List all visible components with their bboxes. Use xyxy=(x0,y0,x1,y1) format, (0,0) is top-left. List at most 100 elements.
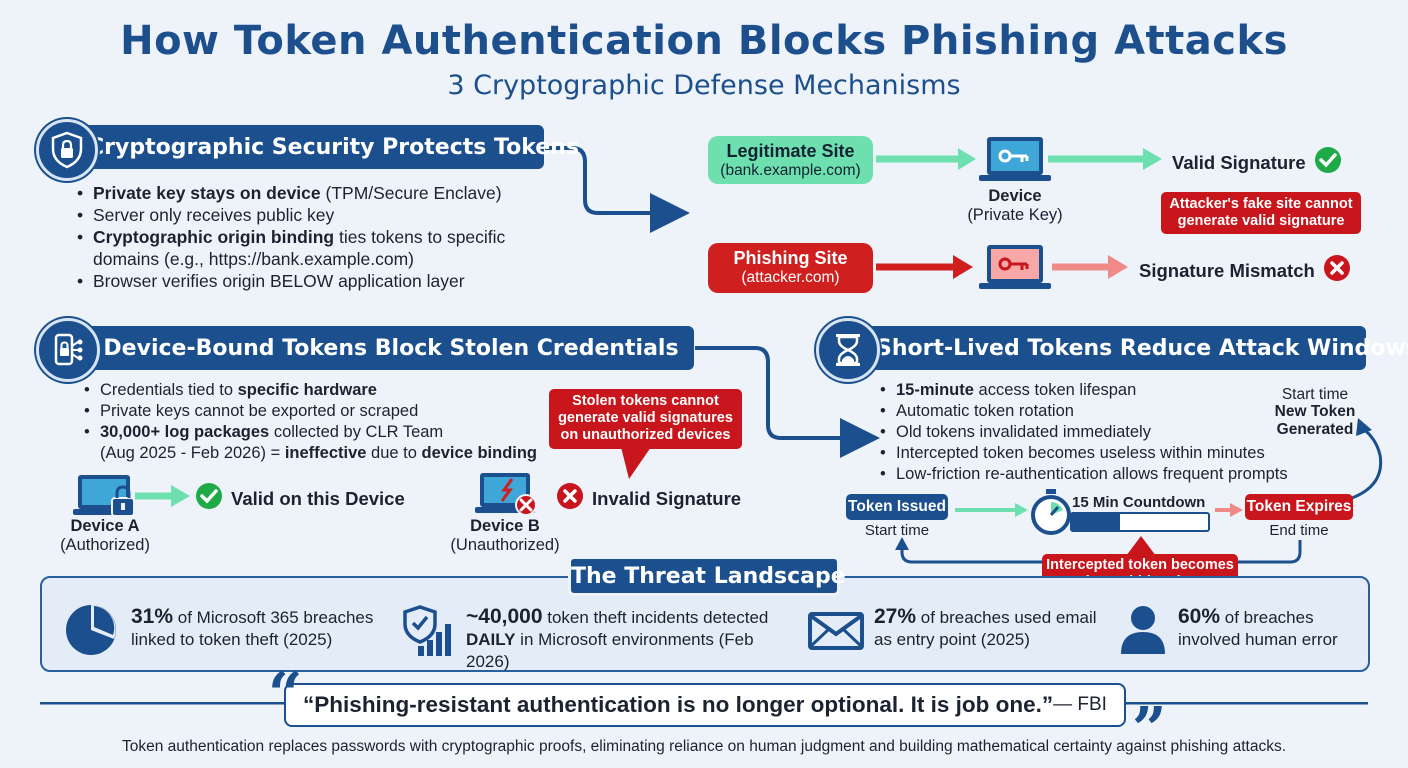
short-b4: Intercepted token becomes useless within… xyxy=(896,444,1265,462)
crypto-b3-cont: domains (e.g., https://bank.example.com) xyxy=(93,249,414,269)
legit-site-url: (bank.example.com) xyxy=(720,162,861,179)
countdown-fill xyxy=(1072,514,1120,530)
crypto-bullet-1: Private key stays on device (TPM/Secure … xyxy=(75,182,575,204)
short-b1-rest: access token lifespan xyxy=(973,381,1137,399)
device-b2: Private keys cannot be exported or scrap… xyxy=(100,402,419,420)
x-circle-icon xyxy=(1323,254,1351,287)
short-bullet-2: Automatic token rotation xyxy=(878,401,1318,422)
crypto-bullets: Private key stays on device (TPM/Secure … xyxy=(75,182,575,292)
quote-close-mark: ” xyxy=(1132,695,1167,765)
device-bullet-3: 30,000+ log packages collected by CLR Te… xyxy=(82,422,602,443)
crypto-heading: Cryptographic Security Protects Tokens xyxy=(88,134,579,160)
deviceB-sub: (Unauthorized) xyxy=(450,536,560,554)
intercept-pointer xyxy=(1126,536,1156,556)
crypto-b4: Browser verifies origin BELOW applicatio… xyxy=(93,271,465,291)
stat-3-big: 27% xyxy=(874,605,917,628)
crypto-bullet-4: Browser verifies origin BELOW applicatio… xyxy=(75,270,575,292)
crypto-b3-rest: ties tokens to specific xyxy=(334,227,506,247)
connector-device-to-short xyxy=(695,346,880,458)
page-subtitle: 3 Cryptographic Defense Mechanisms xyxy=(447,70,961,101)
deviceA-label: Device A xyxy=(70,517,140,535)
device-bound-bullets: Credentials tied to specific hardware Pr… xyxy=(82,380,602,464)
attacker-note: Attacker's fake site cannot generate val… xyxy=(1161,192,1361,234)
crypto-bullet-2: Server only receives public key xyxy=(75,204,575,226)
device-sub: (Private Key) xyxy=(967,206,1063,224)
countdown-bar xyxy=(1070,512,1210,532)
short-lived-banner: Short-Lived Tokens Reduce Attack Windows xyxy=(842,326,1408,370)
deviceA-laptop-lock-icon xyxy=(72,472,140,527)
stat-4-l2: involved human error xyxy=(1178,630,1338,649)
stat-1: 31% of Microsoft 365 breaches linked to … xyxy=(131,606,401,651)
device-b3-cont-bold2: device binding xyxy=(421,444,538,462)
device-b3-cont-mid: due to xyxy=(366,444,422,462)
device-b3-cont-bold1: ineffective xyxy=(284,444,367,462)
threat-heading: The Threat Landscape xyxy=(571,563,846,589)
stolen-note: Stolen tokens cannot generate valid sign… xyxy=(549,389,742,449)
token-expires-text: Token Expires xyxy=(1246,498,1352,515)
token-issued-sub: Start time xyxy=(864,522,930,539)
envelope-icon xyxy=(808,612,864,655)
hourglass-icon xyxy=(816,318,880,382)
stolen-note-pointer xyxy=(621,447,651,479)
valid-device-row: Valid on this Device xyxy=(195,482,405,515)
check-icon xyxy=(1314,146,1342,179)
person-icon xyxy=(1118,604,1168,661)
valid-device-text: Valid on this Device xyxy=(231,487,405,509)
deviceA-sub: (Authorized) xyxy=(60,536,150,554)
shield-lock-icon xyxy=(36,119,98,181)
x-circle-icon-deviceB xyxy=(556,482,584,515)
crypto-banner: Cryptographic Security Protects Tokens xyxy=(60,125,579,169)
pie-chart-icon xyxy=(64,603,118,662)
device-b3-rest: collected by CLR Team xyxy=(269,423,444,441)
footer-text: Token authentication replaces passwords … xyxy=(121,738,1286,755)
stat-3-l2: as entry point (2025) xyxy=(874,630,1030,649)
device-b1-bold: specific hardware xyxy=(237,381,377,399)
device-laptop-key-icon xyxy=(975,135,1055,190)
crypto-b1-rest: (TPM/Secure Enclave) xyxy=(320,183,502,203)
stat-4-l1: of breaches xyxy=(1220,608,1314,627)
crypto-b1-bold: Private key stays on device xyxy=(93,183,321,203)
crypto-b3-bold: Cryptographic origin binding xyxy=(93,227,335,247)
countdown-label: 15 Min Countdown xyxy=(1072,494,1206,511)
quote-attribution: — FBI xyxy=(1053,694,1107,715)
stat-4-big: 60% xyxy=(1178,605,1221,628)
phishing-site-url: (attacker.com) xyxy=(741,269,840,286)
device-bullet-1: Credentials tied to specific hardware xyxy=(82,380,602,401)
invalid-row: Invalid Signature xyxy=(556,482,741,515)
token-issued-pill: Token Issued xyxy=(846,494,948,520)
token-expires-sub: End time xyxy=(1269,522,1329,539)
short-bullet-3: Old tokens invalidated immediately xyxy=(878,422,1318,443)
stat-3-l1: of breaches used email xyxy=(916,608,1097,627)
stat-2-bold: DAILY xyxy=(466,630,516,649)
short-b3: Old tokens invalidated immediately xyxy=(896,423,1151,441)
device-bullet-2: Private keys cannot be exported or scrap… xyxy=(82,401,602,422)
quote-open-mark: “ xyxy=(268,660,303,730)
valid-signature-text: Valid Signature xyxy=(1172,151,1306,173)
threat-banner: The Threat Landscape xyxy=(568,556,846,596)
stat-2: ~40,000 token theft incidents detected D… xyxy=(466,606,796,673)
stat-4: 60% of breaches involved human error xyxy=(1178,606,1358,651)
check-icon-deviceA xyxy=(195,482,223,515)
short-b5: Low-friction re-authentication allows fr… xyxy=(896,465,1288,483)
mismatch-text: Signature Mismatch xyxy=(1139,259,1315,281)
stat-1-big: 31% xyxy=(131,605,174,628)
page-title: How Token Authentication Blocks Phishing… xyxy=(120,18,1288,64)
crypto-bullet-3: Cryptographic origin binding ties tokens… xyxy=(75,226,575,248)
short-bullet-5: Low-friction re-authentication allows fr… xyxy=(878,464,1318,485)
short-bullet-1: 15-minute access token lifespan xyxy=(878,380,1318,401)
stat-1-l2: linked to token theft (2025) xyxy=(131,630,333,649)
short-b2: Automatic token rotation xyxy=(896,402,1074,420)
deviceB-label: Device B xyxy=(470,517,540,535)
device-b3-cont-pre: (Aug 2025 - Feb 2026) = xyxy=(100,444,285,462)
stat-2-l2: in Microsoft environments (Feb 2026) xyxy=(466,630,754,671)
phish-laptop-key-icon xyxy=(975,243,1055,298)
short-bullet-4: Intercepted token becomes useless within… xyxy=(878,443,1318,464)
new-token-label: New Token Generated xyxy=(1274,403,1356,438)
device-b3-bold: 30,000+ log packages xyxy=(100,423,270,441)
device-bound-heading: Device-Bound Tokens Block Stolen Credent… xyxy=(103,335,679,361)
legit-site-pill: Legitimate Site (bank.example.com) xyxy=(708,136,873,184)
stat-2-l1: token theft incidents detected xyxy=(542,608,769,627)
quote-box: “Phishing-resistant authentication is no… xyxy=(284,683,1126,727)
device-bound-banner: Device-Bound Tokens Block Stolen Credent… xyxy=(60,326,694,370)
short-lived-heading: Short-Lived Tokens Reduce Attack Windows xyxy=(876,335,1408,361)
